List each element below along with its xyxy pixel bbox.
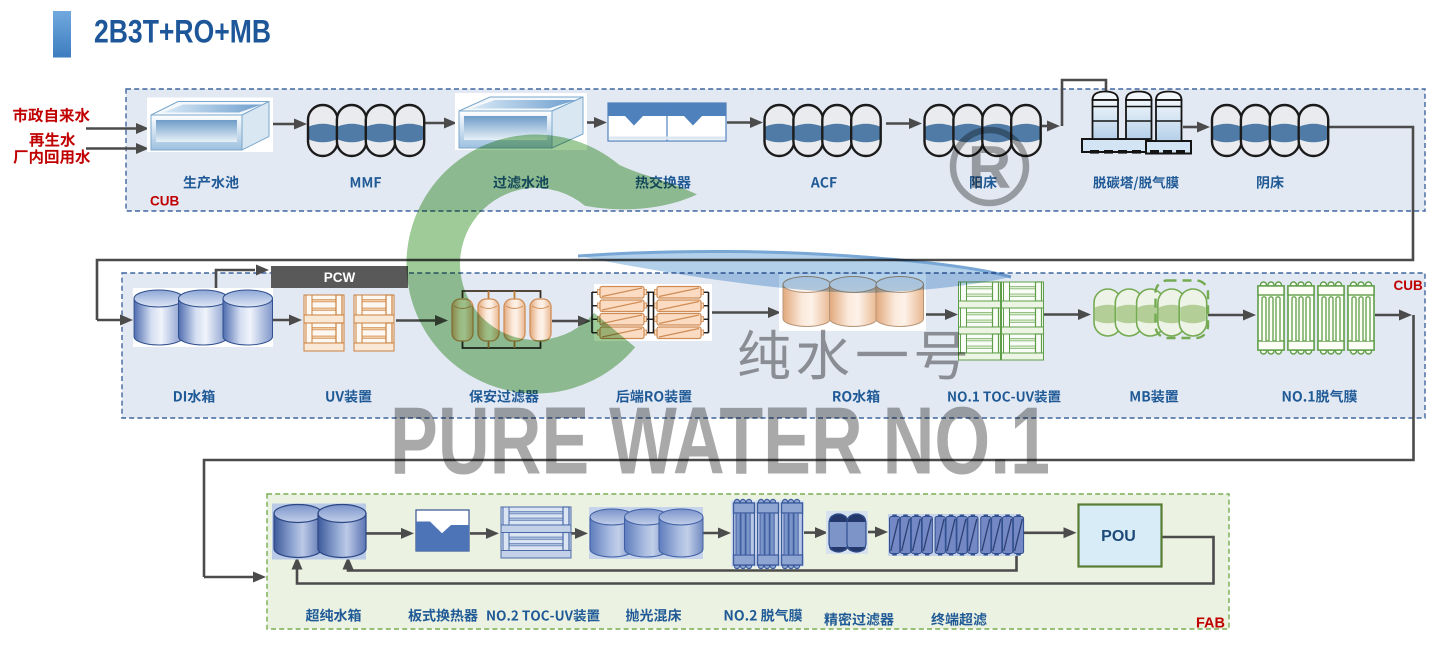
svg-text:PURE WATER NO.1: PURE WATER NO.1: [390, 388, 1050, 495]
svg-text:R: R: [968, 134, 1011, 201]
svg-text:CUB: CUB: [1394, 278, 1423, 293]
svg-text:POU: POU: [1101, 528, 1136, 545]
svg-text:FAB: FAB: [1196, 616, 1225, 632]
svg-text:CUB: CUB: [150, 194, 179, 209]
svg-text:PCW: PCW: [324, 270, 356, 285]
svg-text:2B3T+RO+MB: 2B3T+RO+MB: [94, 14, 271, 50]
